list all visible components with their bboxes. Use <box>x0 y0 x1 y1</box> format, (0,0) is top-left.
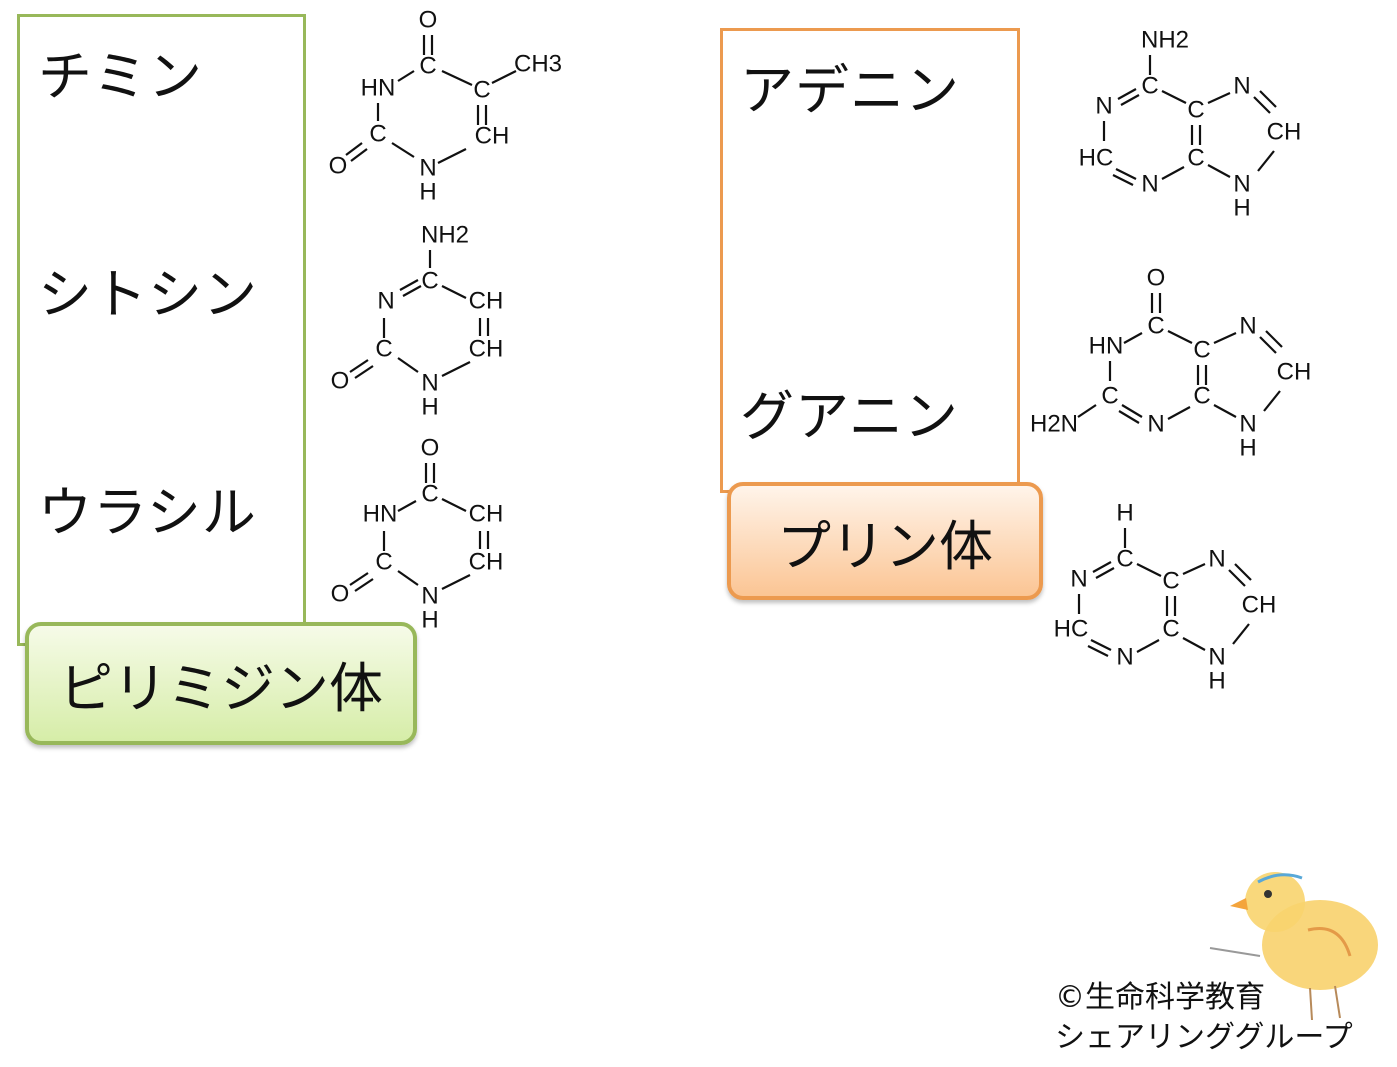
svg-text:C: C <box>1162 567 1179 594</box>
svg-text:N: N <box>1095 92 1112 119</box>
svg-text:CH: CH <box>1267 118 1302 145</box>
svg-text:H: H <box>1116 499 1133 526</box>
svg-text:H: H <box>1233 194 1250 221</box>
svg-text:H2N: H2N <box>1030 410 1078 437</box>
svg-text:H: H <box>1239 434 1256 461</box>
svg-text:N: N <box>377 287 394 314</box>
svg-text:C: C <box>1141 72 1158 99</box>
thymine-structure: O C HN C CH3 C CH O N H <box>329 6 562 205</box>
svg-text:C: C <box>375 548 392 575</box>
svg-text:NH2: NH2 <box>1141 26 1189 53</box>
adenine-structure: NH2 C N C N CH HC C N N H <box>1079 26 1302 221</box>
guanine-structure: O C HN C N CH C C H2N N N H <box>1030 264 1312 461</box>
svg-text:HN: HN <box>1089 332 1124 359</box>
svg-text:C: C <box>1187 144 1204 171</box>
svg-text:C: C <box>1187 96 1204 123</box>
svg-text:HN: HN <box>361 74 396 101</box>
svg-text:C: C <box>473 76 490 103</box>
svg-text:CH: CH <box>1277 358 1312 385</box>
svg-text:C: C <box>1162 615 1179 642</box>
credit-text: ©生命科学教育 シェアリンググループ <box>1055 978 1353 1058</box>
svg-text:N: N <box>1147 410 1164 437</box>
svg-text:O: O <box>331 367 350 394</box>
svg-text:C: C <box>369 120 386 147</box>
pyrimidine-group-box <box>17 14 306 646</box>
svg-text:N: N <box>1239 410 1256 437</box>
svg-text:C: C <box>1193 382 1210 409</box>
svg-text:N: N <box>419 154 436 181</box>
svg-text:N: N <box>1208 643 1225 670</box>
cytosine-structure: NH2 C N CH C CH O N H <box>331 221 504 420</box>
svg-text:CH: CH <box>475 122 510 149</box>
svg-text:O: O <box>329 152 348 179</box>
svg-text:CH: CH <box>469 548 504 575</box>
svg-text:C: C <box>421 267 438 294</box>
svg-text:N: N <box>1070 565 1087 592</box>
svg-text:NH2: NH2 <box>421 221 469 248</box>
svg-text:C: C <box>375 335 392 362</box>
svg-text:CH: CH <box>1242 591 1277 618</box>
uracil-name: ウラシル <box>38 481 257 544</box>
svg-text:N: N <box>1239 312 1256 339</box>
credit-line-2: シェアリンググループ <box>1055 1020 1353 1055</box>
cytosine-name: シトシン <box>38 263 258 326</box>
svg-text:CH: CH <box>469 335 504 362</box>
svg-text:HC: HC <box>1079 144 1114 171</box>
svg-text:C: C <box>1193 336 1210 363</box>
svg-text:CH: CH <box>469 287 504 314</box>
svg-text:N: N <box>421 369 438 396</box>
adenine-name: アデニン <box>740 59 960 122</box>
svg-text:N: N <box>1116 643 1133 670</box>
svg-text:H: H <box>419 178 436 205</box>
svg-text:N: N <box>1208 545 1225 572</box>
pyrimidine-group-label: ピリミジン体 <box>25 622 417 745</box>
svg-text:N: N <box>421 582 438 609</box>
credit-line-1: ©生命科学教育 <box>1055 980 1265 1015</box>
svg-text:C: C <box>1147 312 1164 339</box>
svg-text:HN: HN <box>363 500 398 527</box>
svg-text:CH3: CH3 <box>514 50 562 77</box>
chick-icon <box>1209 872 1378 1021</box>
svg-text:O: O <box>331 580 350 607</box>
thymine-name: チミン <box>38 45 203 108</box>
svg-text:C: C <box>421 480 438 507</box>
svg-text:H: H <box>421 393 438 420</box>
svg-text:N: N <box>1233 170 1250 197</box>
uracil-structure: O C HN CH C CH O N H <box>331 434 504 633</box>
purine-group-label: プリン体 <box>727 482 1043 600</box>
svg-text:O: O <box>421 434 440 461</box>
purine-structure: H C N C N CH HC C N N H <box>1054 499 1277 694</box>
svg-text:C: C <box>1101 382 1118 409</box>
svg-text:C: C <box>1116 545 1133 572</box>
svg-text:HC: HC <box>1054 615 1089 642</box>
svg-text:N: N <box>1141 170 1158 197</box>
svg-text:H: H <box>1208 667 1225 694</box>
svg-text:C: C <box>419 52 436 79</box>
svg-text:O: O <box>419 6 438 33</box>
guanine-name: グアニン <box>740 385 959 448</box>
svg-text:CH: CH <box>469 500 504 527</box>
svg-text:H: H <box>421 606 438 633</box>
svg-text:O: O <box>1147 264 1166 291</box>
svg-text:N: N <box>1233 72 1250 99</box>
